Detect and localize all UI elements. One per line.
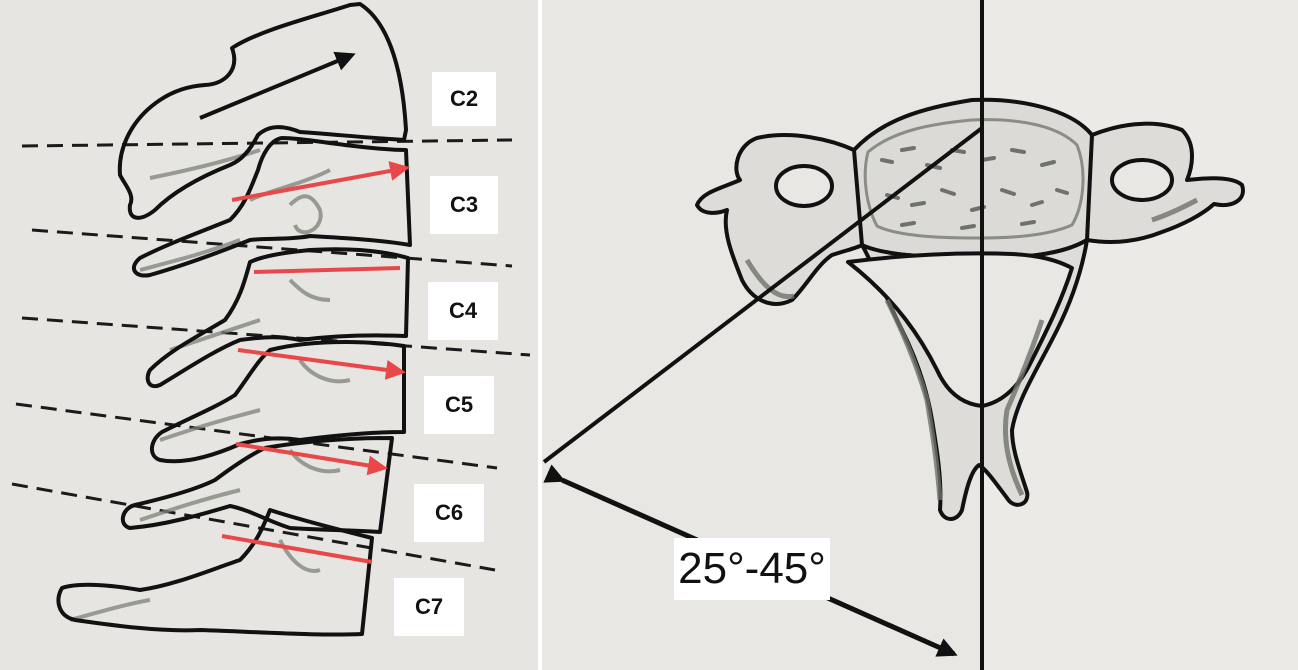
angle-label: 25°-45° <box>674 538 830 600</box>
label-c2: C2 <box>432 72 496 126</box>
c2-rotation-arrow <box>200 55 352 118</box>
left-transverse-foramen <box>776 166 832 206</box>
label-c6: C6 <box>414 484 484 542</box>
vertebra-c2-outline <box>120 4 406 218</box>
red-line-c5 <box>238 350 402 372</box>
lateral-spine-panel: C2 C3 C4 C5 C6 C7 <box>0 0 538 670</box>
right-transverse-foramen <box>1112 160 1172 200</box>
label-c5: C5 <box>424 376 494 434</box>
vertebra-c6-outline <box>123 438 392 532</box>
dashed-line-c2 <box>22 140 512 146</box>
axial-vertebra-drawing <box>542 0 1298 670</box>
vertebra-c5-outline <box>152 342 404 461</box>
label-c4: C4 <box>428 282 498 340</box>
dashed-line-c3 <box>32 230 512 266</box>
axial-vertebra-panel: 25°-45° <box>542 0 1298 670</box>
red-line-c6 <box>236 444 384 468</box>
red-line-c4 <box>254 268 400 272</box>
label-c7: C7 <box>394 578 464 636</box>
label-c3: C3 <box>430 176 498 234</box>
